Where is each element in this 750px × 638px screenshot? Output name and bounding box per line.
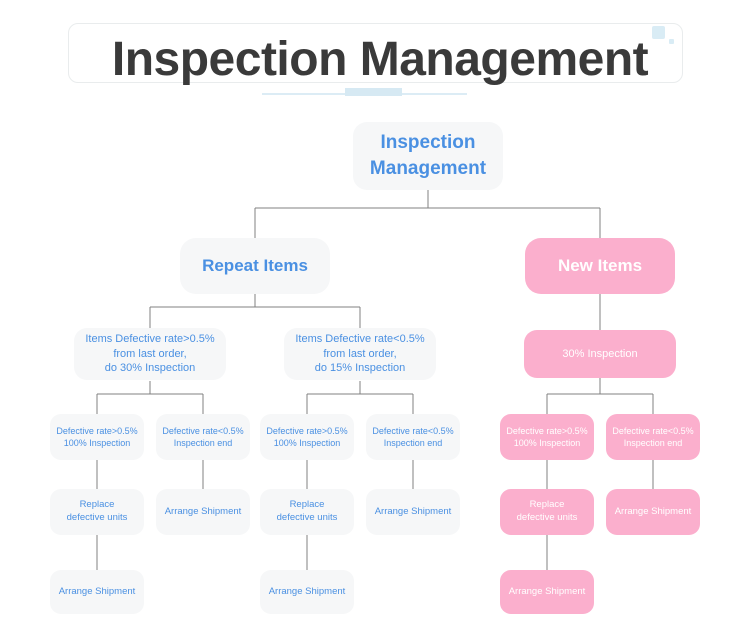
- node-label: Arrange Shipment: [58, 585, 136, 597]
- node-c-final-arrange-shipment[interactable]: Arrange Shipment: [500, 570, 594, 614]
- node-label: Defective rate<0.5% Inspection end: [162, 425, 244, 448]
- page-title: Inspection Management: [111, 33, 649, 86]
- node-label: 30% Inspection: [562, 347, 638, 360]
- node-label: Replace defective units: [516, 499, 578, 523]
- node-new-items[interactable]: New Items: [525, 238, 675, 294]
- node-label: Arrange Shipment: [614, 505, 692, 517]
- node-a-arrange-shipment[interactable]: Arrange Shipment: [156, 489, 250, 535]
- node-c-defective-gt[interactable]: Defective rate>0.5% 100% Inspection: [500, 414, 594, 460]
- node-c-defective-lt[interactable]: Defective rate<0.5% Inspection end: [606, 414, 700, 460]
- node-label: Defective rate>0.5% 100% Inspection: [56, 425, 138, 448]
- node-label: Replace defective units: [66, 499, 128, 523]
- node-label: Arrange Shipment: [164, 505, 242, 517]
- node-repeat-defective-lt[interactable]: Items Defective rate<0.5% from last orde…: [284, 328, 436, 380]
- node-label: New Items: [557, 255, 643, 275]
- node-b-final-arrange-shipment[interactable]: Arrange Shipment: [260, 570, 354, 614]
- decorative-dot-icon: [669, 39, 674, 44]
- node-b-defective-lt[interactable]: Defective rate<0.5% Inspection end: [366, 414, 460, 460]
- node-label: Replace defective units: [276, 499, 338, 523]
- node-label: Defective rate>0.5% 100% Inspection: [506, 425, 588, 448]
- node-a-defective-lt[interactable]: Defective rate<0.5% Inspection end: [156, 414, 250, 460]
- node-a-defective-gt[interactable]: Defective rate>0.5% 100% Inspection: [50, 414, 144, 460]
- node-label: Inspection Management: [369, 132, 487, 179]
- node-label: Items Defective rate<0.5% from last orde…: [295, 332, 425, 375]
- node-inspection-management-root[interactable]: Inspection Management: [353, 122, 503, 190]
- node-label: Defective rate>0.5% 100% Inspection: [266, 425, 348, 448]
- node-a-replace-defective-units[interactable]: Replace defective units: [50, 489, 144, 535]
- node-label: Defective rate<0.5% Inspection end: [612, 425, 694, 448]
- node-new-30-percent-inspection[interactable]: 30% Inspection: [524, 330, 676, 378]
- node-a-final-arrange-shipment[interactable]: Arrange Shipment: [50, 570, 144, 614]
- node-b-defective-gt[interactable]: Defective rate>0.5% 100% Inspection: [260, 414, 354, 460]
- node-label: Defective rate<0.5% Inspection end: [372, 425, 454, 448]
- node-label: Repeat Items: [202, 255, 308, 275]
- node-b-arrange-shipment[interactable]: Arrange Shipment: [366, 489, 460, 535]
- decorative-square-icon: [652, 26, 665, 39]
- node-label: Arrange Shipment: [268, 585, 346, 597]
- node-b-replace-defective-units[interactable]: Replace defective units: [260, 489, 354, 535]
- title-card: [68, 23, 683, 83]
- title-underline-accent: [345, 88, 402, 96]
- node-label: Arrange Shipment: [508, 585, 586, 597]
- node-c-replace-defective-units[interactable]: Replace defective units: [500, 489, 594, 535]
- node-repeat-defective-gt[interactable]: Items Defective rate>0.5% from last orde…: [74, 328, 226, 380]
- node-repeat-items[interactable]: Repeat Items: [180, 238, 330, 294]
- node-label: Arrange Shipment: [374, 505, 452, 517]
- node-c-arrange-shipment[interactable]: Arrange Shipment: [606, 489, 700, 535]
- node-label: Items Defective rate>0.5% from last orde…: [85, 332, 215, 375]
